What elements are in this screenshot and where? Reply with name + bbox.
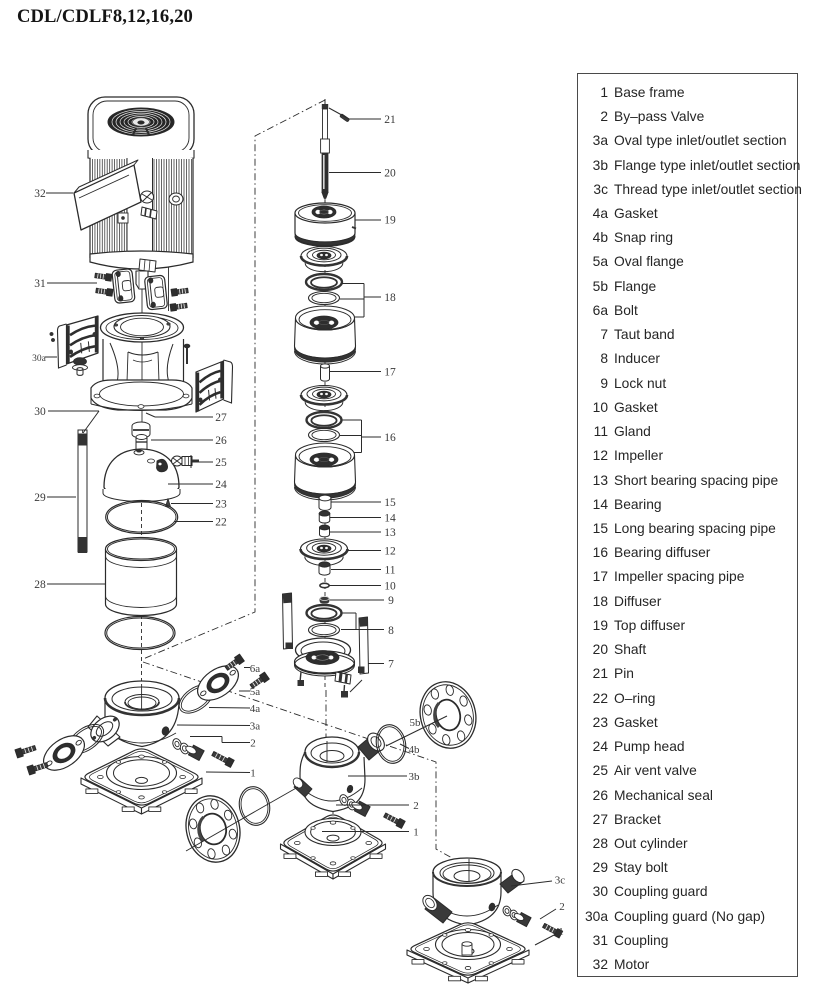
svg-text:30a: 30a: [32, 354, 47, 364]
svg-text:5b: 5b: [410, 717, 422, 729]
svg-text:17: 17: [384, 367, 396, 379]
svg-text:11: 11: [384, 565, 395, 577]
svg-text:18: 18: [384, 292, 396, 304]
svg-text:3a: 3a: [250, 721, 261, 733]
svg-text:23: 23: [215, 499, 227, 511]
svg-text:15: 15: [384, 497, 396, 509]
svg-text:2: 2: [559, 901, 565, 913]
svg-text:3b: 3b: [409, 771, 421, 783]
svg-text:7: 7: [388, 659, 394, 671]
svg-text:8: 8: [388, 625, 394, 637]
svg-text:26: 26: [215, 435, 227, 447]
svg-text:25: 25: [215, 457, 227, 469]
svg-text:3c: 3c: [555, 875, 566, 887]
svg-text:29: 29: [34, 492, 46, 504]
svg-text:2: 2: [413, 800, 419, 812]
svg-text:6a: 6a: [250, 663, 261, 675]
svg-text:32: 32: [34, 188, 46, 200]
svg-text:12: 12: [384, 546, 396, 558]
svg-text:16: 16: [384, 432, 396, 444]
svg-text:22: 22: [215, 517, 227, 529]
svg-text:10: 10: [384, 581, 396, 593]
svg-text:1: 1: [250, 768, 256, 780]
svg-text:1: 1: [558, 926, 564, 938]
svg-text:30: 30: [34, 406, 46, 418]
svg-text:2: 2: [250, 738, 256, 750]
svg-text:20: 20: [384, 168, 396, 180]
svg-text:28: 28: [34, 579, 46, 591]
svg-text:4a: 4a: [250, 703, 261, 715]
svg-text:21: 21: [384, 114, 396, 126]
svg-text:13: 13: [384, 527, 396, 539]
svg-text:14: 14: [384, 513, 396, 525]
svg-text:31: 31: [34, 278, 46, 290]
svg-text:24: 24: [215, 479, 227, 491]
svg-text:5a: 5a: [250, 686, 261, 698]
svg-text:19: 19: [384, 215, 396, 227]
svg-text:9: 9: [388, 595, 394, 607]
svg-text:27: 27: [215, 412, 227, 424]
svg-text:1: 1: [413, 827, 419, 839]
svg-text:4b: 4b: [409, 744, 421, 756]
